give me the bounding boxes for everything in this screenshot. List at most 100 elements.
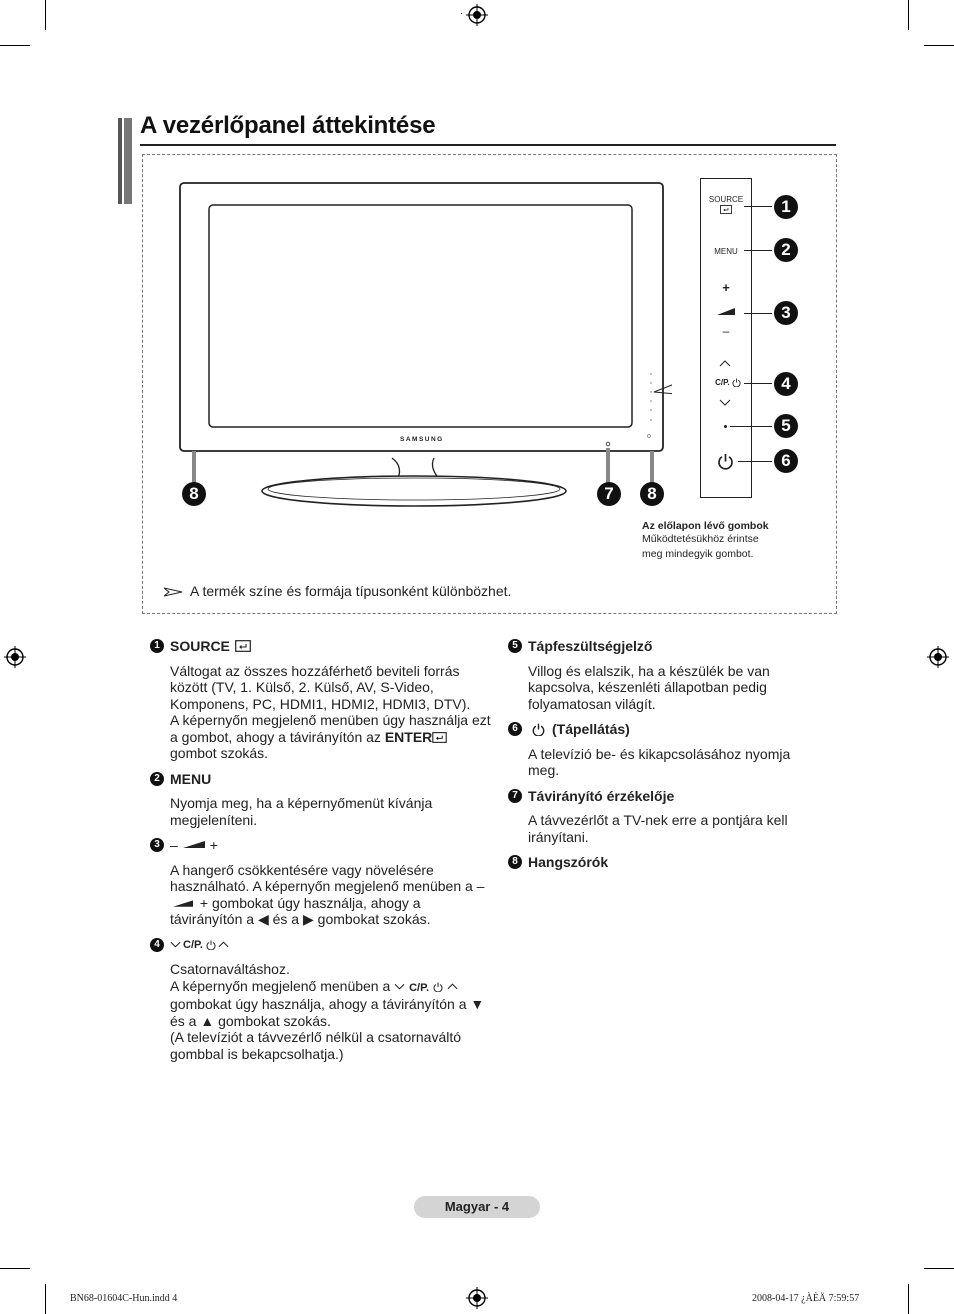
channel-power-button[interactable]: C/P.: [708, 378, 748, 388]
item-number: 5: [508, 639, 522, 654]
power-icon: [532, 723, 545, 736]
list-item: 2 MENU Nyomja meg, ha a képernyőmenüt kí…: [150, 771, 495, 829]
source-button[interactable]: SOURCE: [704, 195, 748, 214]
crop-mark: [924, 1268, 954, 1269]
callout-badge: 3: [774, 301, 798, 325]
leader-line: [744, 313, 772, 314]
registration-mark-icon: [466, 1287, 488, 1309]
volume-down-button[interactable]: –: [722, 324, 730, 338]
volume-up-button[interactable]: +: [722, 280, 730, 295]
enter-icon: [235, 640, 251, 653]
power-button-icon[interactable]: [717, 453, 734, 470]
volume-plus-symbol: +: [199, 894, 209, 911]
crop-mark: [461, 13, 462, 14]
figure-frame: [142, 154, 837, 614]
left-arrow-icon: ◀: [257, 911, 269, 927]
item-text-part: gombokat szokás.: [218, 1012, 331, 1029]
item-text-part: A hangerő csökkentésére vagy növelésére …: [170, 861, 473, 895]
item-number: 6: [508, 722, 522, 737]
item-heading: Tápfeszültségjelző: [528, 638, 653, 654]
item-text: Villog és elalszik, ha a készülék be van…: [528, 662, 770, 712]
crop-mark: [908, 1284, 909, 1314]
item-number: 7: [508, 788, 522, 803]
chevron-down-icon: [170, 942, 181, 948]
list-item: 8 Hangszórók: [508, 854, 808, 871]
power-icon: [732, 378, 741, 388]
item-heading: (Tápellátás): [552, 721, 630, 737]
item-text-part: gombokat úgy használja, ahogy a távirány…: [170, 996, 467, 1012]
item-text: A képernyőn megjelenő menüben a C/P. gom…: [170, 978, 495, 1030]
callout-badge: 7: [597, 482, 621, 506]
chevron-up-icon: [218, 941, 229, 948]
item-text-emphasis: ENTER: [384, 728, 433, 745]
source-button-label: SOURCE: [708, 195, 744, 204]
cp-label: C/P.: [715, 378, 730, 387]
callout-badge: 5: [774, 414, 798, 438]
item-number: 8: [508, 855, 522, 870]
item-heading: Hangszórók: [528, 854, 609, 870]
callout-badge: 6: [774, 449, 798, 473]
volume-wedge-icon: [182, 841, 205, 849]
crop-mark: [45, 0, 46, 30]
callout-badge: 2: [774, 238, 798, 262]
item-text: A képernyőn megjelenő menüben úgy haszná…: [170, 712, 495, 762]
crop-mark: [0, 1268, 30, 1269]
callout-badge: 4: [774, 372, 798, 396]
volume-wedge-icon: [717, 308, 735, 315]
registration-mark-icon: [466, 4, 488, 26]
item-text-part: és a: [170, 1012, 197, 1029]
item-text: Nyomja meg, ha a képernyőmenüt kívánja m…: [170, 795, 433, 828]
list-item: 4 C/P. Csatornaváltáshoz. A képernyőn me…: [150, 937, 495, 1063]
item-heading: Távirányító érzékelője: [528, 787, 675, 804]
note-arrow-icon: [164, 587, 183, 597]
item-number: 4: [150, 937, 164, 952]
panel-caption: Az előlapon lévő gombok Működtetésükhöz …: [642, 520, 822, 562]
left-column: 1 SOURCE Váltogat az összes hozzáférhető…: [150, 638, 495, 1071]
control-panel: [700, 178, 752, 498]
figure-note: A termék színe és formája típusonként kü…: [164, 583, 511, 599]
cp-label: C/P.: [183, 938, 203, 951]
list-item: 1 SOURCE Váltogat az összes hozzáférhető…: [150, 638, 495, 762]
cp-label: C/P.: [409, 981, 430, 994]
chevron-up-icon: [447, 983, 458, 990]
crop-mark: [924, 45, 954, 46]
page-title: A vezérlőpanel áttekintése: [140, 112, 436, 139]
power-icon: [206, 940, 216, 950]
item-text: A távvezérlőt a TV-nek erre a pontjára k…: [528, 812, 788, 845]
caption-line: meg mindegyik gombot.: [642, 548, 754, 560]
file-info: BN68-01604C-Hun.indd 4: [70, 1293, 178, 1304]
tv-illustration: [179, 182, 672, 507]
chevron-down-icon: [394, 984, 405, 990]
leader-line: [744, 206, 772, 207]
item-heading: SOURCE: [170, 638, 230, 654]
menu-button[interactable]: MENU: [714, 247, 738, 256]
brand-logo: SAMSUNG: [400, 436, 444, 443]
item-text-part: gombot szokás.: [170, 745, 269, 761]
registration-mark-icon: [927, 646, 949, 668]
item-heading: MENU: [170, 770, 212, 787]
item-text: A televízió be- és kikapcsolásához nyomj…: [528, 745, 791, 779]
crop-mark: [908, 0, 909, 30]
item-number: 2: [150, 771, 164, 786]
volume-minus-symbol: –: [476, 878, 485, 894]
leader-line: [730, 426, 772, 427]
note-text: A termék színe és formája típusonként kü…: [190, 583, 512, 599]
registration-mark-icon: [4, 646, 26, 668]
item-number: 1: [150, 639, 164, 654]
leader-line: [744, 250, 772, 251]
title-accent-bar: [118, 118, 132, 204]
list-item: 7 Távirányító érzékelője A távvezérlőt a…: [508, 788, 808, 846]
item-number: 3: [150, 838, 164, 853]
crop-mark: [0, 45, 30, 46]
caption-title: Az előlapon lévő gombok: [642, 520, 769, 532]
power-icon: [433, 982, 443, 992]
chevron-down-icon[interactable]: [719, 399, 731, 406]
right-arrow-icon: ▶: [302, 911, 314, 927]
page-number-label: Magyar - 4: [414, 1196, 540, 1218]
callout-badge: 8: [182, 482, 206, 506]
item-text-part: gombokat úgy használja, ahogy a távirány…: [170, 894, 421, 928]
item-text-part: A képernyőn megjelenő menüben úgy haszná…: [170, 712, 491, 745]
enter-icon: [720, 205, 732, 214]
volume-wedge-icon: [173, 900, 193, 907]
chevron-up-icon[interactable]: [719, 360, 731, 367]
